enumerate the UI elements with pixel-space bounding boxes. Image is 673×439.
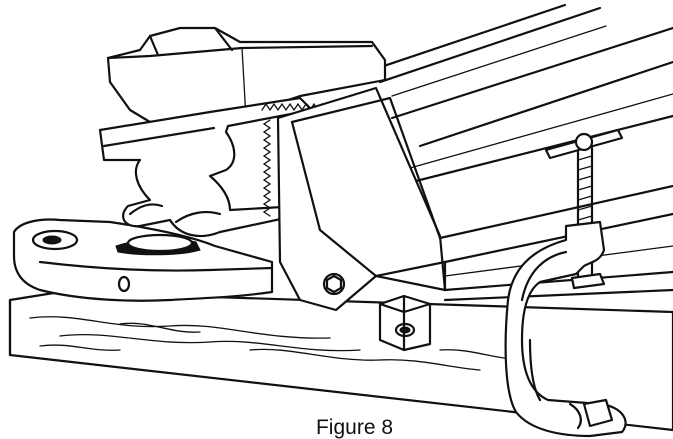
hex-bolt bbox=[322, 272, 346, 296]
c-clamp bbox=[504, 128, 627, 438]
tool-jaw bbox=[106, 26, 387, 130]
axle-beam bbox=[12, 218, 274, 302]
channel-rail bbox=[370, 3, 673, 184]
figure-caption: Figure 8 bbox=[315, 416, 394, 439]
support-bracket bbox=[276, 86, 673, 312]
frame-rail-section bbox=[98, 96, 314, 238]
slotted-clip bbox=[378, 294, 432, 352]
